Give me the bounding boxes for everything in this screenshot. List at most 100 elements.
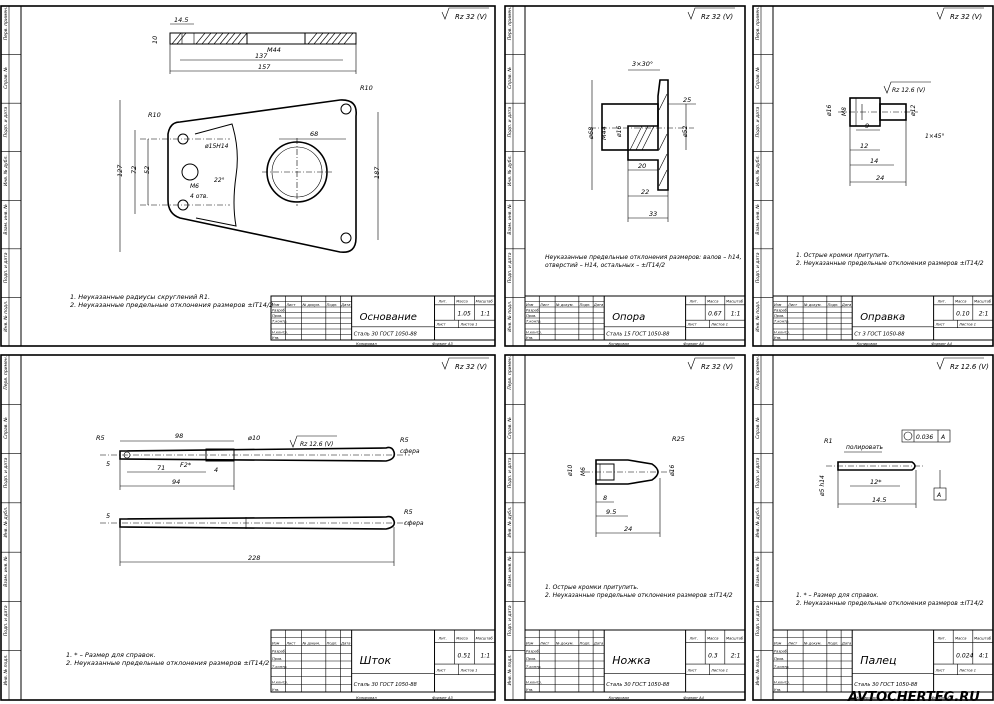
side-label: Перв. примен. — [3, 356, 9, 390]
dim-chamfer: 3×30° — [632, 60, 653, 68]
stamp-role: Н.контр. — [272, 331, 288, 335]
side-label: Инв. № дубл. — [3, 507, 9, 538]
stamp-podp: Подп. — [580, 303, 591, 307]
dim-r10-right: R10 — [360, 84, 373, 92]
stamp-lit: Лит. — [937, 300, 946, 304]
side-label: Инв. № подл. — [507, 301, 513, 332]
stamp-sheet: Лист — [935, 322, 946, 326]
stamp-role: Н.контр. — [774, 680, 790, 684]
stamp-podp: Подп. — [327, 642, 338, 646]
dim-72: 72 — [130, 166, 138, 174]
side-label: Подп. и дата — [3, 252, 9, 283]
stamp-role: Пров. — [774, 657, 784, 661]
dim-m6: M6 — [580, 467, 587, 476]
stamp-sheet: Лист — [687, 669, 698, 673]
side-label: Взам. инв. № — [3, 556, 9, 587]
stamp-data: Дата — [340, 642, 350, 646]
dim-4: 4 — [214, 466, 218, 474]
drawing-osnovanie: Rz 32 (V) 14.5 10 M44 137 157 — [70, 7, 489, 309]
stamp-role: Н.контр. — [774, 331, 790, 335]
dim-14-5: 14.5 — [872, 496, 886, 504]
side-label: Инв. № дубл. — [507, 155, 513, 186]
stamp-masshtab: Масштаб — [476, 636, 494, 640]
stamp-masshtab: Масштаб — [726, 300, 744, 304]
dim-d12: ø12 — [910, 105, 917, 117]
note-1: 1. Неуказанные радиусы скруглений R1. — [70, 293, 210, 301]
dim-f2: F2* — [180, 461, 192, 469]
stamp-podp: Подп. — [580, 642, 591, 646]
stamp-data: Дата — [340, 303, 350, 307]
side-label: Подп. и дата — [755, 605, 761, 636]
side-label: Перв. примен. — [755, 7, 761, 41]
material-palec: Сталь 30 ГОСТ 1050-88 — [854, 682, 918, 688]
stamp-list: Лист — [285, 642, 296, 646]
watermark: AVTOCHERTEG.RU — [847, 690, 980, 704]
side-label: Подп. и дата — [507, 107, 513, 138]
stamp-mass-value: 0.024 — [956, 652, 973, 659]
side-label: Справ. № — [507, 417, 513, 439]
stamp-scale-value: 2:1 — [979, 310, 989, 317]
stamp-role: Т.контр. — [272, 665, 288, 669]
stamp-massa: Масса — [707, 300, 718, 304]
stamp-sheets-count: Листов 1 — [460, 669, 478, 673]
dim-m44: M44 — [267, 46, 281, 54]
side-label: Подп. и дата — [507, 605, 513, 636]
stamp-sheets-count: Листов 1 — [710, 322, 728, 326]
label-sfera-2: сфера — [404, 520, 424, 527]
stamp-role: Разраб. — [272, 309, 286, 313]
stamp-scale-value: 1:1 — [480, 652, 490, 659]
stamp-data: Дата — [841, 642, 851, 646]
side-label: Инв. № дубл. — [755, 507, 761, 538]
dim-228: 228 — [248, 554, 260, 562]
stamp-format: Формат А3 — [432, 342, 453, 346]
side-label: Подп. и дата — [755, 252, 761, 283]
stamp-scale-value: 1:1 — [731, 310, 741, 317]
stamp-format: Формат А4 — [683, 342, 704, 346]
roughness-mark: Rz 32 (V) — [455, 363, 487, 371]
dim-157: 157 — [258, 63, 271, 71]
label-sfera-1: сфера — [400, 448, 420, 455]
note-1: 1. Острые кромки притупить. — [545, 584, 639, 591]
stamp-mass-value: 0.67 — [708, 310, 722, 317]
stamp-role: Н.контр. — [526, 680, 542, 684]
dim-9: 9 — [865, 122, 869, 130]
stamp-role: Т.контр. — [526, 665, 542, 669]
side-label: Перв. примен. — [507, 7, 513, 41]
stamp-kopiroval: Копировал — [857, 342, 878, 346]
stamp-podp: Подп. — [327, 303, 338, 307]
side-label: Справ. № — [3, 417, 9, 439]
stamp-mass-value: 0.3 — [708, 652, 718, 659]
side-label: Взам. инв. № — [755, 556, 761, 587]
stamp-ndoc: № докум. — [301, 303, 320, 307]
stamp-massa: Масса — [707, 636, 718, 640]
stamp-massa: Масса — [456, 636, 467, 640]
stamp-masshtab: Масштаб — [974, 636, 992, 640]
stamp-role: Разраб. — [774, 649, 788, 653]
stamp-role: Утв. — [272, 688, 280, 692]
dim-r25: R25 — [672, 435, 685, 443]
stamp-role: Разраб. — [526, 649, 540, 653]
side-label: Справ. № — [755, 67, 761, 89]
stamp-role: Т.контр. — [272, 320, 288, 324]
note-1: 1. * – Размер для справок. — [66, 651, 156, 659]
dim-24: 24 — [624, 525, 632, 533]
dim-d68: ø68 — [587, 127, 595, 140]
title-nozhka: Ножка — [612, 654, 651, 667]
note-2: 2. Неуказанные предельные отклонения раз… — [70, 301, 273, 309]
side-label: Взам. инв. № — [3, 204, 9, 235]
note-2: 2. Неуказанные предельные отклонения раз… — [796, 260, 984, 267]
stamp-izm: Изм — [526, 642, 534, 646]
stamp-data: Дата — [841, 303, 851, 307]
stamp-format: Формат А3 — [432, 696, 453, 700]
stamp-sheet: Лист — [687, 322, 698, 326]
dim-d10: ø10 — [247, 434, 260, 442]
dim-h15: ø15H14 — [204, 143, 229, 150]
